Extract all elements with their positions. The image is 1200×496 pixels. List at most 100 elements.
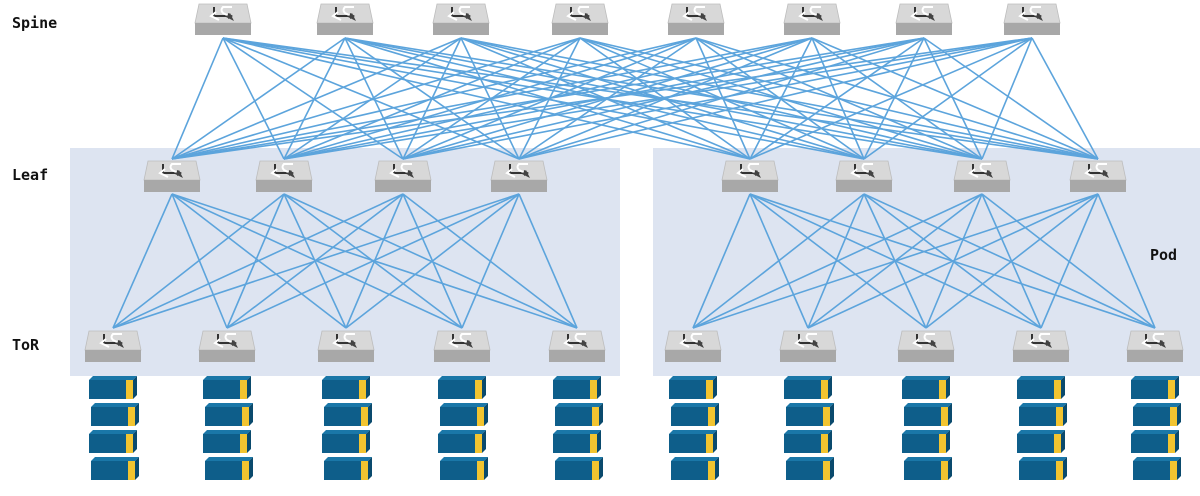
server-body (438, 434, 482, 453)
switch-arrow (570, 7, 584, 17)
server-accent (592, 461, 599, 480)
switch-arrow-head-dark (348, 13, 356, 21)
spine-leaf-link (1031, 37, 1099, 160)
spine-leaf-link (863, 37, 1033, 160)
switch-front-face (549, 350, 605, 362)
leaf-tor-link (226, 193, 520, 329)
switch-arrow (798, 334, 812, 344)
server-top (440, 403, 488, 407)
server-top (555, 403, 603, 407)
server-accent (242, 461, 249, 480)
switch-arrow (217, 334, 231, 344)
switch-arrow (686, 7, 700, 17)
switch-front-face (552, 23, 608, 35)
server-side (133, 376, 137, 399)
server-top (324, 403, 372, 407)
server-icon (205, 457, 253, 480)
leaf-tor-link (692, 193, 1099, 329)
switch-arrow-white (342, 6, 354, 16)
server-side (948, 457, 952, 480)
spine-leaf-link (923, 37, 983, 160)
server-icon (671, 457, 719, 480)
switch-arrow-white (577, 6, 589, 16)
switch-arrow-head-dark (406, 170, 414, 178)
server-body (784, 380, 828, 399)
server-icon (902, 376, 950, 399)
switch-arrow-white-left (563, 338, 574, 348)
server-top (553, 376, 601, 380)
switch-arrow (452, 334, 466, 344)
spine-switch-8 (1003, 3, 1061, 35)
server-top (904, 403, 952, 407)
switch-arrow-white (690, 333, 702, 343)
leaf-tor-link (1040, 193, 1099, 329)
server-accent (1056, 407, 1063, 426)
server-side (482, 430, 486, 453)
server-accent (359, 434, 366, 453)
server-top (91, 457, 139, 461)
switch-arrow-white (281, 163, 293, 173)
switch-arrow-head-dark (287, 170, 295, 178)
tier-label-spine: Spine (12, 14, 58, 32)
switch-front-face (780, 350, 836, 362)
server-top (784, 430, 832, 434)
switch-arrow (740, 164, 754, 174)
switch-arrow (335, 7, 349, 17)
server-body (89, 434, 133, 453)
server-body (671, 461, 715, 480)
server-top (671, 403, 719, 407)
server-top (1017, 430, 1065, 434)
server-top (669, 430, 717, 434)
server-top (91, 403, 139, 407)
server-top (1017, 376, 1065, 380)
server-side (597, 430, 601, 453)
switch-arrow-head-dark (985, 170, 993, 178)
switch-front-face (375, 180, 431, 192)
server-accent (706, 380, 713, 399)
switch-front-face (665, 350, 721, 362)
server-accent (821, 380, 828, 399)
switch-arrow (802, 7, 816, 17)
server-side (135, 403, 139, 426)
server-icon (91, 457, 139, 480)
server-side (599, 457, 603, 480)
switch-arrow-head-dark (464, 13, 472, 21)
server-accent (128, 461, 135, 480)
server-side (135, 457, 139, 480)
leaf-tor-link (518, 193, 578, 329)
server-accent (242, 407, 249, 426)
server-icon (1131, 430, 1179, 453)
server-accent (477, 407, 484, 426)
switch-front-face (1013, 350, 1069, 362)
server-body (669, 434, 713, 453)
switch-arrow-white (343, 333, 355, 343)
server-side (1061, 376, 1065, 399)
server-top (553, 430, 601, 434)
leaf-tor-link (345, 193, 520, 329)
switch-arrow-head-dark (465, 340, 473, 348)
leaf-switch-p1-2 (255, 160, 313, 192)
server-accent (592, 407, 599, 426)
switch-arrow-white (400, 163, 412, 173)
server-body (203, 434, 247, 453)
server-icon (91, 403, 139, 426)
switch-arrow-white-left (736, 168, 747, 178)
server-body (205, 407, 249, 426)
pod-label: Pod (1150, 246, 1178, 264)
leaf-switch-p1-4 (490, 160, 548, 192)
server-body (904, 461, 948, 480)
server-side (715, 403, 719, 426)
server-top (440, 457, 488, 461)
server-side (366, 376, 370, 399)
tor-switch-p1-5 (548, 330, 606, 362)
switch-arrow-white (1152, 333, 1164, 343)
server-icon (669, 376, 717, 399)
switch-arrow (336, 334, 350, 344)
server-side (830, 403, 834, 426)
switch-arrow (916, 334, 930, 344)
server-side (946, 376, 950, 399)
switch-arrow-white (224, 333, 236, 343)
server-icon (904, 457, 952, 480)
server-icon (555, 457, 603, 480)
switch-arrow-head-dark (1044, 340, 1052, 348)
